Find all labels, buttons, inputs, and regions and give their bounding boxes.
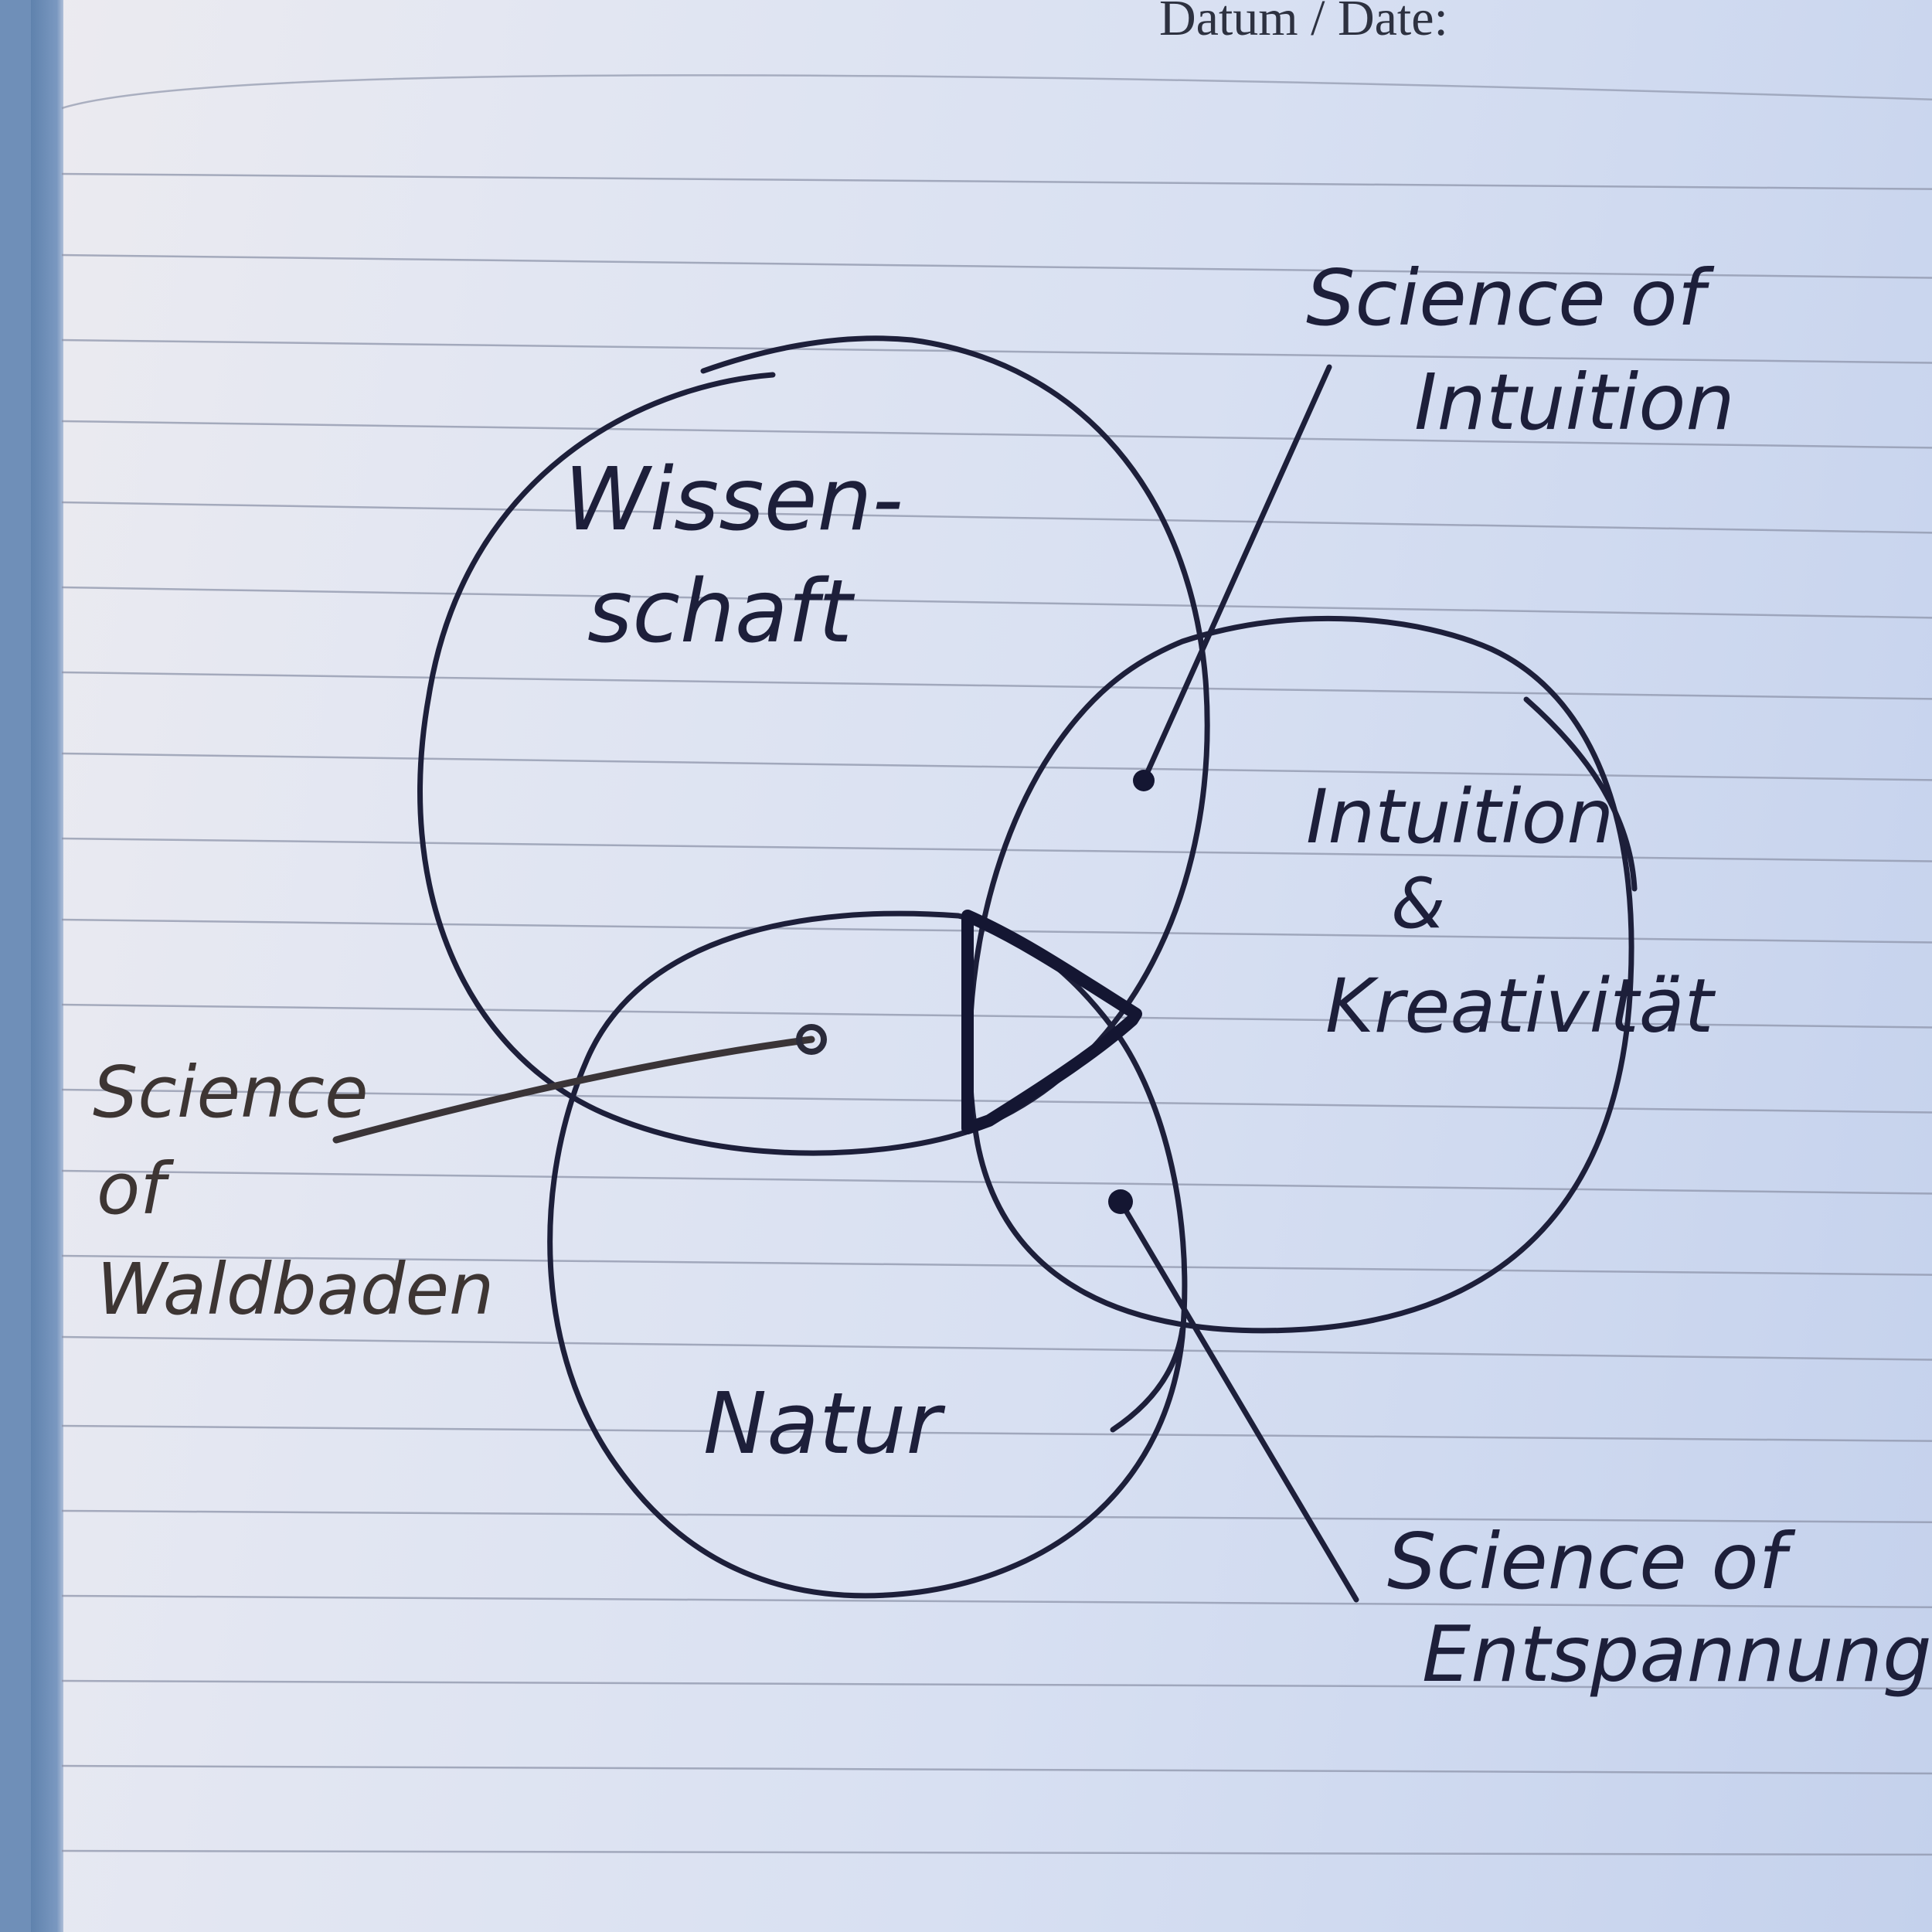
callout-dot-intuition	[1133, 770, 1155, 791]
venn-diagram-drawing: Datum / Date: Wissen- schaft Intuition &…	[61, 0, 1932, 1856]
callout-dot-entspannung	[1108, 1189, 1133, 1214]
circle-intuition-tail	[1523, 696, 1638, 892]
svg-text:Entspannung: Entspannung	[1422, 1609, 1932, 1699]
center-triangle-marker	[961, 910, 1142, 1134]
notebook-cover-edge	[31, 0, 63, 1932]
svg-text:of: of	[97, 1148, 174, 1230]
callout-label-science-of-intuition: Science of Intuition	[1306, 253, 1735, 447]
callout-line-waldbaden	[332, 1036, 815, 1144]
callout-label-science-of-waldbaden: Science of Waldbaden	[93, 1051, 494, 1331]
callout-line-intuition	[1141, 364, 1332, 784]
svg-text:&: &	[1391, 863, 1445, 944]
svg-text:Wissen-: Wissen-	[564, 450, 903, 550]
notebook-page: Datum / Date: Wissen- schaft Intuition &…	[31, 0, 1932, 1932]
label-natur: Natur	[703, 1374, 946, 1473]
svg-text:Natur: Natur	[703, 1374, 946, 1473]
svg-text:Science of: Science of	[1306, 253, 1715, 343]
circle-intuition	[967, 615, 1634, 1334]
callout-line-entspannung	[1117, 1199, 1359, 1603]
svg-text:Waldbaden: Waldbaden	[97, 1248, 494, 1331]
date-label: Datum / Date:	[1159, 0, 1448, 46]
svg-text:Science: Science	[93, 1051, 369, 1134]
callout-label-science-of-entspannung: Science of Entspannung	[1387, 1516, 1932, 1699]
svg-text:Science of: Science of	[1387, 1516, 1796, 1607]
svg-text:Intuition: Intuition	[1414, 357, 1735, 447]
svg-text:Intuition: Intuition	[1306, 774, 1614, 860]
svg-text:schaft: schaft	[587, 562, 855, 662]
circle-wissenschaft	[417, 335, 1210, 1156]
circle-natur	[547, 910, 1188, 1599]
label-wissenschaft: Wissen- schaft	[564, 450, 903, 662]
label-intuition-kreativitaet: Intuition & Kreativität	[1306, 774, 1716, 1049]
circle-natur-tail	[1110, 1326, 1185, 1433]
svg-text:Kreativität: Kreativität	[1325, 963, 1716, 1049]
callout-dot-waldbaden	[796, 1024, 827, 1055]
